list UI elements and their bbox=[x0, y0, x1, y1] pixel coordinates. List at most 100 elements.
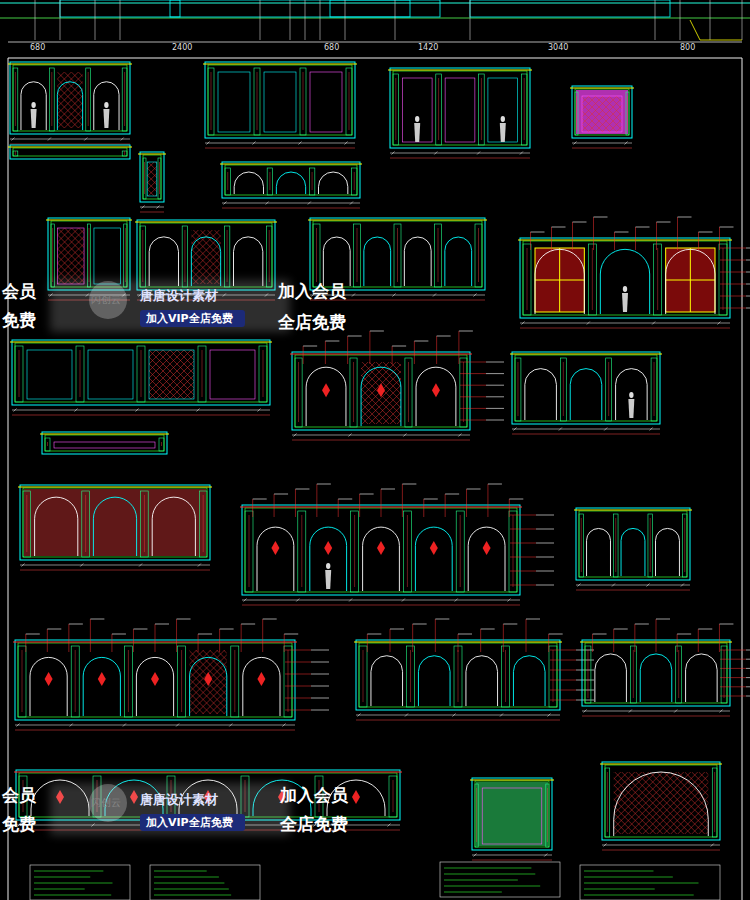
cad-line bbox=[177, 619, 191, 620]
cad-line bbox=[458, 634, 472, 635]
cad-rect bbox=[15, 343, 267, 402]
cad-line bbox=[361, 362, 401, 424]
cad-line bbox=[512, 434, 660, 435]
cad-line bbox=[395, 78, 396, 140]
cad-rect bbox=[613, 514, 618, 577]
cad-line bbox=[594, 217, 608, 218]
cad-line bbox=[720, 686, 746, 687]
cad-line bbox=[608, 362, 609, 416]
cad-line bbox=[720, 659, 746, 660]
cad-rect bbox=[676, 646, 682, 703]
cad-line bbox=[445, 494, 459, 495]
cad-line bbox=[635, 227, 636, 250]
cad-line bbox=[197, 409, 200, 412]
cad-rect bbox=[654, 244, 662, 315]
dimension: 800 bbox=[680, 44, 695, 53]
cad-rect bbox=[512, 352, 660, 424]
cad-line bbox=[46, 220, 132, 221]
cad-line bbox=[8, 58, 9, 900]
cad-rect bbox=[124, 646, 132, 717]
ornament bbox=[204, 672, 212, 686]
cad-line bbox=[656, 222, 657, 250]
cad-line bbox=[444, 874, 535, 875]
cad-line bbox=[607, 772, 608, 832]
cad-rect bbox=[208, 68, 214, 135]
cad-line bbox=[746, 659, 750, 660]
cad-line bbox=[311, 674, 329, 675]
cad-line bbox=[503, 624, 517, 625]
cad-rect bbox=[405, 358, 412, 427]
cad-line bbox=[652, 322, 655, 325]
cad-line bbox=[269, 172, 270, 190]
cad-line bbox=[685, 772, 709, 834]
cad-line bbox=[19, 350, 20, 397]
cad-rect bbox=[606, 358, 612, 421]
arch bbox=[234, 172, 263, 194]
cad-rect bbox=[58, 228, 84, 284]
arch bbox=[310, 527, 347, 591]
cad-line bbox=[413, 624, 427, 625]
cad-line bbox=[224, 650, 227, 714]
cad-line bbox=[202, 350, 203, 397]
cad-line bbox=[84, 138, 87, 141]
cad-line bbox=[746, 686, 750, 687]
cad-rect bbox=[576, 90, 628, 134]
cad-line bbox=[397, 362, 401, 424]
cad-line bbox=[253, 142, 256, 145]
cad-line bbox=[57, 72, 82, 128]
cad-line bbox=[584, 883, 699, 884]
cad-rect bbox=[12, 340, 270, 405]
cad-rect bbox=[476, 782, 548, 846]
arch bbox=[361, 367, 401, 426]
cad-rect bbox=[231, 646, 239, 717]
cad-line bbox=[354, 172, 355, 190]
cad-line bbox=[241, 624, 255, 625]
cad-line bbox=[405, 714, 408, 717]
cad-line bbox=[352, 294, 355, 297]
cad-line bbox=[407, 515, 408, 587]
cad-line bbox=[513, 515, 514, 587]
cad-rect bbox=[523, 244, 531, 315]
cad-line bbox=[720, 296, 746, 297]
cad-line bbox=[388, 70, 532, 71]
cad-rect bbox=[295, 355, 467, 427]
cad-line bbox=[746, 296, 750, 297]
cad-line bbox=[520, 152, 523, 155]
cad-line bbox=[142, 230, 143, 282]
cad-line bbox=[390, 158, 530, 159]
cad-rect bbox=[292, 352, 470, 430]
cad-line bbox=[444, 868, 531, 869]
cad-rect bbox=[225, 168, 231, 195]
cad-line bbox=[467, 489, 481, 490]
cad-line bbox=[614, 772, 656, 834]
cad-line bbox=[14, 772, 402, 773]
cad-rect bbox=[454, 646, 462, 707]
cad-line bbox=[572, 143, 632, 144]
cad-line bbox=[655, 0, 656, 40]
elevation bbox=[388, 68, 532, 158]
cad-line bbox=[190, 650, 227, 714]
cad-line bbox=[548, 634, 549, 652]
cad-line bbox=[536, 585, 554, 586]
cad-line bbox=[190, 650, 204, 714]
ornament bbox=[257, 672, 265, 686]
cad-rect bbox=[346, 68, 352, 135]
arch bbox=[415, 527, 452, 591]
cad-line bbox=[356, 715, 560, 716]
cad-line bbox=[26, 634, 40, 635]
cad-line bbox=[614, 629, 628, 630]
elevation bbox=[203, 62, 357, 148]
elevation bbox=[552, 762, 750, 850]
cad-line bbox=[646, 584, 649, 587]
cad-line bbox=[220, 164, 362, 165]
cad-line bbox=[121, 138, 124, 141]
cad-line bbox=[147, 162, 157, 196]
cad-rect bbox=[721, 646, 727, 703]
cad-line bbox=[193, 230, 220, 284]
cad-rect bbox=[515, 358, 521, 421]
cad-line bbox=[486, 385, 504, 386]
elevation bbox=[220, 162, 362, 208]
cad-line bbox=[535, 280, 584, 281]
cad-line bbox=[58, 228, 79, 284]
cad-line bbox=[154, 871, 207, 872]
